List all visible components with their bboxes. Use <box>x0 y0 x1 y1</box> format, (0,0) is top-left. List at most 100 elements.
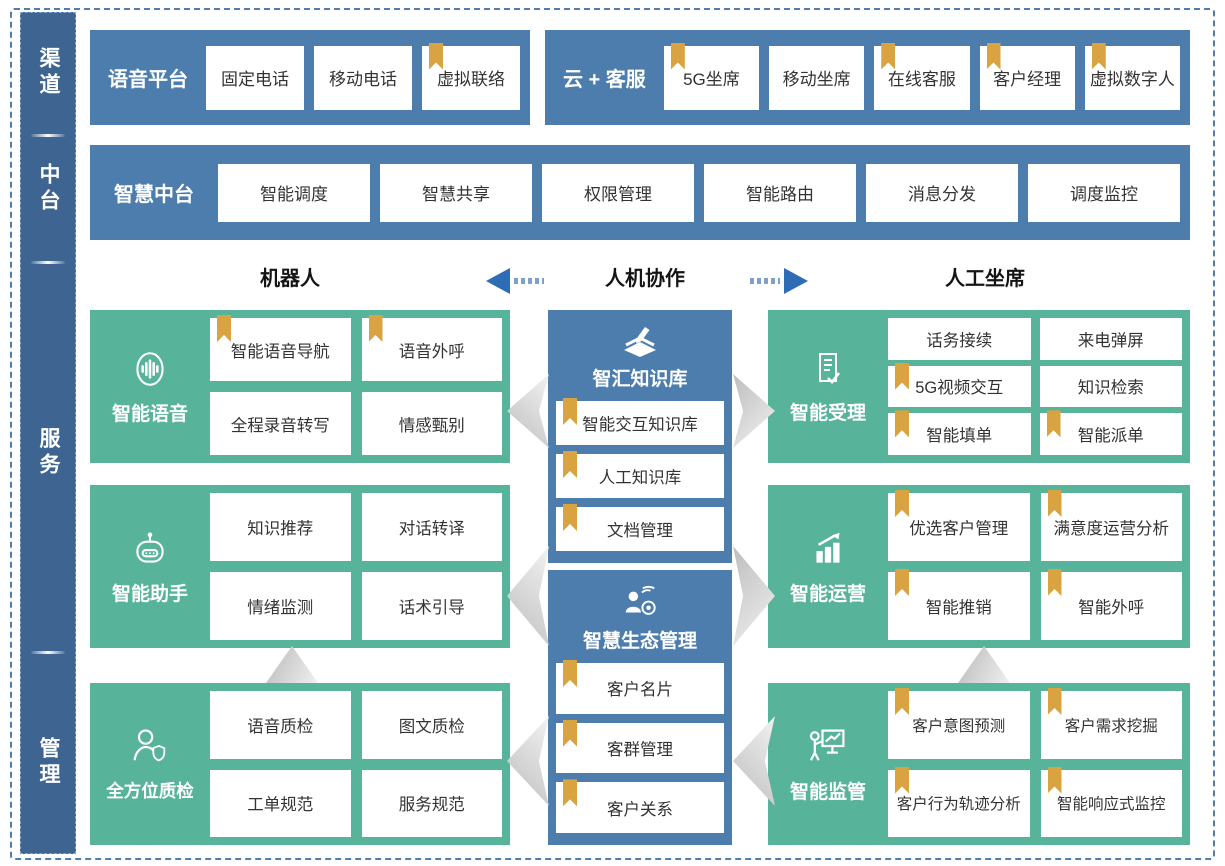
layer-sidebar: 渠道 中台 服务 管理 <box>20 12 76 854</box>
feature-box: 移动电话 <box>314 45 412 110</box>
feature-box-label: 人工知识库 <box>598 469 682 487</box>
voice-platform-panel: 语音平台 固定电话 移动电话 虚拟联络 <box>90 30 530 125</box>
feature-box: 情绪监测 <box>210 572 351 640</box>
block-title: 智能语音 <box>111 403 188 425</box>
feature-box-label: 语音质检 <box>247 717 314 736</box>
feature-box-label: 客户经理 <box>993 70 1062 89</box>
feature-box: 虚拟联络 <box>422 42 520 110</box>
feature-box-label: 权限管理 <box>584 185 652 204</box>
middle-platform-boxes: 智能调度 智慧共享 权限管理 智能路由 <box>218 163 1180 222</box>
bookmark-icon <box>1047 569 1062 596</box>
feature-box: 消息分发 <box>866 163 1018 222</box>
feature-box-label: 固定电话 <box>221 70 289 89</box>
feature-box-label: 满意度运营分析 <box>1053 520 1170 538</box>
bookmark-icon <box>986 42 1001 70</box>
feature-box: 优选客户管理 <box>888 490 1030 561</box>
feature-box: 知识检索 <box>1039 365 1182 408</box>
presenter-board-icon <box>806 724 850 768</box>
feature-box: 图文质检 <box>361 691 502 759</box>
person-network-icon <box>620 584 660 622</box>
layer-middle-platform: 中台 <box>37 163 60 215</box>
voice-ai-block: 智能语音 智能语音导航 语音外呼 全程录音转写 <box>90 310 510 463</box>
bookmark-icon <box>563 504 577 531</box>
feature-box-label: 知识推荐 <box>247 520 314 538</box>
feature-box-label: 虚拟联络 <box>437 70 505 89</box>
feature-box-label: 智慧共享 <box>422 185 490 204</box>
feature-box: 权限管理 <box>542 163 694 222</box>
supervision-label: 智能监管 <box>776 691 880 837</box>
feature-box: 智能路由 <box>704 163 856 222</box>
bookmark-icon <box>563 779 577 807</box>
bookmark-icon <box>1047 766 1062 794</box>
person-shield-icon <box>128 725 172 769</box>
bookmark-icon <box>563 451 577 478</box>
robot-section-header: 机器人 <box>260 268 320 290</box>
feature-box: 服务规范 <box>361 769 502 837</box>
feature-box: 智能调度 <box>218 163 370 222</box>
cloud-service-panel: 云 + 客服 5G坐席 移动坐席 在线客服 <box>545 30 1190 125</box>
block-title: 智能运营 <box>789 583 866 605</box>
dashed-frame <box>10 8 1215 860</box>
feature-box: 知识推荐 <box>210 493 351 561</box>
feature-box: 5G视频交互 <box>888 362 1031 408</box>
block-title: 全方位质检 <box>106 781 194 801</box>
feature-box-label: 话务接续 <box>926 331 993 350</box>
feature-box-label: 在线客服 <box>887 70 956 89</box>
feature-box: 客户名片 <box>556 660 724 714</box>
feature-box: 客群管理 <box>556 719 724 774</box>
feature-box: 5G坐席 <box>663 42 760 110</box>
knowledge-head: 智汇知识库 <box>556 318 724 401</box>
document-check-icon <box>808 349 848 389</box>
feature-box-label: 智能调度 <box>260 185 328 204</box>
bookmark-icon <box>670 42 685 70</box>
knowledge-boxes: 智能交互知识库 人工知识库 文档管理 <box>556 398 724 551</box>
block-title: 智汇知识库 <box>592 369 688 390</box>
panel-title: 云 + 客服 <box>563 69 646 91</box>
feature-box: 智能响应式监控 <box>1040 766 1182 837</box>
bookmark-icon <box>217 315 231 342</box>
bookmark-icon <box>1047 490 1062 517</box>
feature-box: 虚拟数字人 <box>1084 42 1180 110</box>
layer-divider <box>31 651 65 654</box>
feature-box: 客户意图预测 <box>888 688 1030 759</box>
quality-label: 全方位质检 <box>98 691 202 837</box>
voice-ai-label: 智能语音 <box>98 318 202 455</box>
bookmark-icon <box>1091 42 1106 70</box>
human-machine-section-header: 人机协作 <box>605 268 685 290</box>
acceptance-boxes: 话务接续 来电弹屏 5G视频交互 知识检索 <box>888 318 1182 455</box>
feature-box-label: 移动坐席 <box>782 70 851 89</box>
feature-box: 调度监控 <box>1028 163 1180 222</box>
quality-boxes: 语音质检 图文质检 工单规范 服务规范 <box>210 691 502 837</box>
acceptance-label: 智能受理 <box>776 318 880 455</box>
block-title: 智能监管 <box>789 782 866 803</box>
right-flow-arrow-icon <box>748 268 808 294</box>
assistant-label: 智能助手 <box>98 493 202 640</box>
feature-box: 智慧共享 <box>380 163 532 222</box>
feature-box-label: 5G视频交互 <box>915 379 1004 398</box>
feature-box-label: 客户意图预测 <box>912 717 1006 735</box>
feature-box: 智能外呼 <box>1040 569 1182 640</box>
feature-box-label: 来电弹屏 <box>1077 331 1144 350</box>
ecosystem-boxes: 客户名片 客群管理 客户关系 <box>556 660 724 834</box>
feature-box: 智能交互知识库 <box>556 398 724 445</box>
robot-icon <box>129 528 171 570</box>
ecosystem-block: 智慧生态管理 客户名片 客群管理 客户关系 <box>548 570 732 845</box>
feature-box: 智能派单 <box>1039 410 1182 455</box>
book-pen-icon <box>620 324 660 360</box>
agent-section-header: 人工坐席 <box>945 268 1025 290</box>
feature-box-label: 客户行为轨迹分析 <box>896 796 1021 814</box>
bookmark-icon <box>563 719 577 747</box>
feature-box: 人工知识库 <box>556 451 724 498</box>
feature-box: 语音质检 <box>210 691 351 759</box>
bookmark-icon <box>368 315 383 342</box>
feature-box-label: 话术引导 <box>398 599 465 617</box>
bookmark-icon <box>563 660 577 687</box>
bookmark-icon <box>563 398 577 425</box>
feature-box-label: 客群管理 <box>607 741 673 759</box>
layer-divider <box>31 261 65 264</box>
bookmark-icon <box>895 569 909 596</box>
operation-block: 智能运营 优选客户管理 满意度运营分析 智能推销 <box>768 485 1190 648</box>
feature-box: 智能推销 <box>888 569 1030 640</box>
feature-box: 语音外呼 <box>361 315 502 381</box>
